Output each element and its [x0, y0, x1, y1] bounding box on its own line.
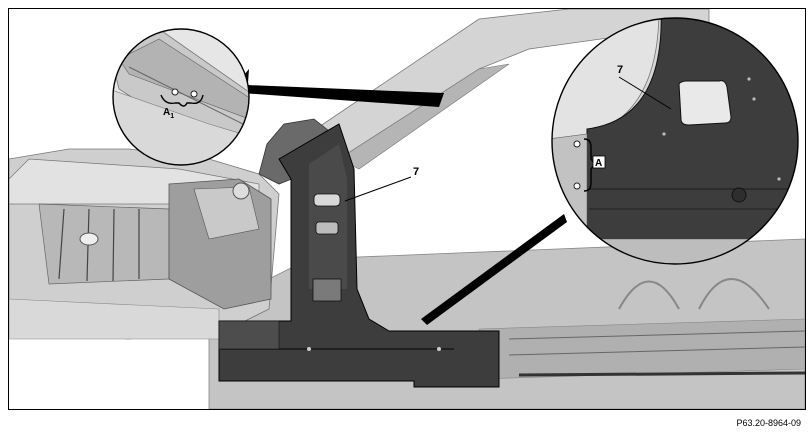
detail-magnifier-a1 — [112, 28, 444, 166]
diagram-frame: 7 7 A A1 — [8, 8, 806, 410]
marker-a: A — [595, 158, 602, 169]
callout-zoom-7: 7 — [617, 64, 623, 76]
marker-a-box — [592, 155, 606, 169]
reference-code: P63.20-8964-09 — [736, 418, 801, 428]
leader-zoom-7 — [618, 76, 672, 110]
marker-a1: A1 — [163, 107, 174, 120]
detail-magnifier-a — [421, 17, 799, 325]
side-panel-7 — [218, 123, 500, 388]
callout-main-7: 7 — [413, 166, 419, 178]
vehicle-body-illustration: 7 7 A A1 — [9, 9, 805, 409]
leader-lines — [344, 76, 672, 202]
leader-main-7 — [344, 176, 412, 202]
